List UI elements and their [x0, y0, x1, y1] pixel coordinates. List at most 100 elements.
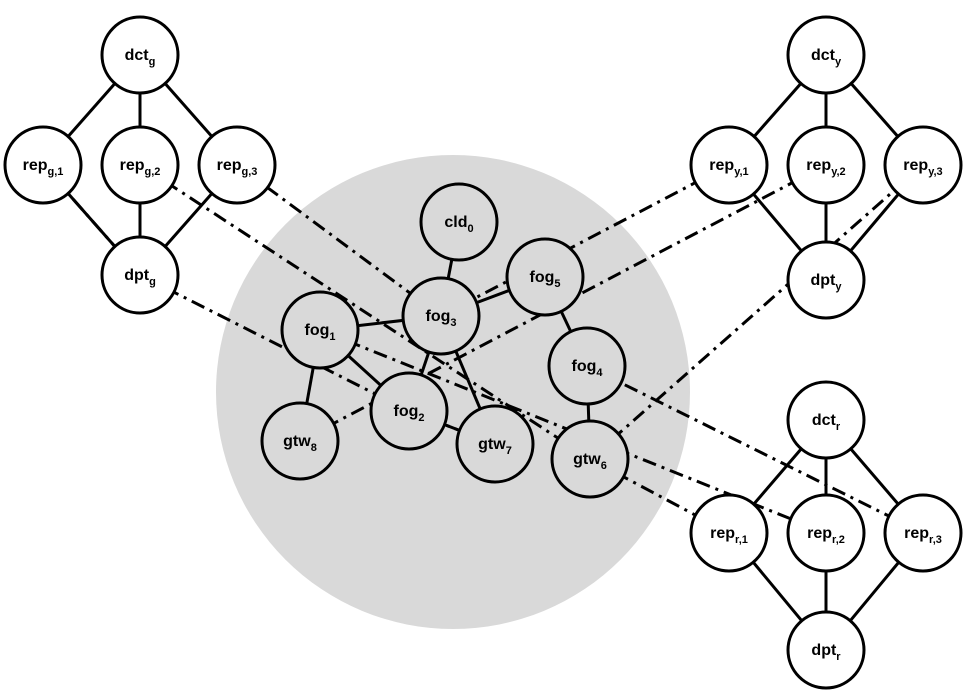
node-label-dct_y: dcty [811, 47, 842, 68]
node-label-rep_g1: repg,1 [23, 157, 64, 178]
node-circle-fog3 [401, 276, 481, 356]
node-label-base: rep [709, 157, 734, 174]
node-label-gtw7: gtw7 [478, 436, 512, 457]
node-label-base: rep [217, 157, 242, 174]
node-rep_g1[interactable]: repg,1 [3, 125, 83, 205]
node-dct_y[interactable]: dcty [786, 15, 866, 95]
node-label-subscript: y [835, 56, 842, 68]
node-label-base: fog [305, 322, 330, 339]
node-rep_y3[interactable]: repy,3 [883, 125, 963, 205]
node-label-subscript: r,3 [929, 534, 942, 546]
node-label-base: dct [125, 47, 150, 64]
node-circle-dpt_g [100, 235, 180, 315]
node-label-base: fog [530, 269, 555, 286]
node-dpt_r[interactable]: dptr [786, 610, 866, 690]
node-fog1[interactable]: fog1 [280, 290, 360, 370]
node-label-gtw8: gtw8 [283, 433, 317, 454]
node-label-dpt_g: dptg [124, 267, 156, 288]
node-label-rep_r2: repr,2 [807, 525, 845, 546]
node-label-base: fog [394, 403, 419, 420]
node-label-subscript: 0 [468, 223, 474, 235]
node-label-dct_g: dctg [125, 47, 156, 68]
node-label-base: gtw [478, 436, 506, 453]
node-fog3[interactable]: fog3 [401, 276, 481, 356]
node-label-base: rep [807, 525, 832, 542]
node-circle-fog2 [369, 371, 449, 451]
node-label-rep_g3: repg,3 [217, 157, 258, 178]
node-circle-fog1 [280, 290, 360, 370]
node-label-dpt_r: dptr [811, 642, 841, 663]
node-label-subscript: g [149, 56, 156, 68]
node-label-base: rep [904, 525, 929, 542]
node-label-base: dct [812, 412, 837, 429]
node-circle-fog4 [547, 326, 627, 406]
node-label-subscript: y [835, 281, 842, 293]
node-label-subscript: r [836, 421, 841, 433]
node-rep_y1[interactable]: repy,1 [689, 125, 769, 205]
node-label-subscript: g,1 [48, 166, 64, 178]
node-circle-rep_r3 [883, 493, 963, 573]
link-gtw6-to-rep_y3 [589, 175, 912, 461]
node-rep_y2[interactable]: repy,2 [786, 125, 866, 205]
node-label-base: fog [572, 358, 597, 375]
node-circle-gtw6 [550, 419, 630, 499]
node-label-dct_r: dctr [812, 412, 841, 433]
node-label-base: fog [426, 308, 451, 325]
node-dct_g[interactable]: dctg [100, 15, 180, 95]
node-label-rep_r1: repr,1 [710, 525, 748, 546]
node-label-subscript: r,1 [735, 534, 748, 546]
node-label-rep_r3: repr,3 [904, 525, 942, 546]
node-fog2[interactable]: fog2 [369, 371, 449, 451]
node-rep_r2[interactable]: repr,2 [786, 493, 866, 573]
node-label-dpt_y: dpty [811, 272, 843, 293]
node-label-base: dct [811, 47, 836, 64]
node-circle-rep_r1 [689, 493, 769, 573]
node-label-base: gtw [283, 433, 311, 450]
node-label-fog5: fog5 [530, 269, 561, 290]
link-dpt_g-to-fog2 [139, 273, 395, 405]
node-label-subscript: y,2 [831, 166, 845, 178]
node-label-fog2: fog2 [394, 403, 425, 424]
node-dpt_g[interactable]: dptg [100, 235, 180, 315]
node-gtw7[interactable]: gtw7 [455, 404, 535, 484]
node-label-rep_g2: repg,2 [120, 157, 161, 178]
node-circle-rep_g2 [100, 125, 180, 205]
node-circle-gtw7 [455, 404, 535, 484]
node-label-base: rep [806, 157, 831, 174]
node-circle-gtw8 [260, 401, 340, 481]
node-label-subscript: 5 [554, 278, 560, 290]
node-circle-rep_y2 [786, 125, 866, 205]
node-label-cld0: cld0 [444, 214, 473, 235]
node-label-fog3: fog3 [426, 308, 457, 329]
node-label-base: rep [903, 157, 928, 174]
node-rep_g3[interactable]: repg,3 [197, 125, 277, 205]
node-circle-dct_y [786, 15, 866, 95]
node-circle-rep_g3 [197, 125, 277, 205]
link-rep_r3-to-fog4 [601, 372, 924, 535]
node-fog4[interactable]: fog4 [547, 326, 627, 406]
node-rep_r3[interactable]: repr,3 [883, 493, 963, 573]
node-label-base: gtw [573, 451, 601, 468]
node-gtw6[interactable]: gtw6 [550, 419, 630, 499]
node-rep_r1[interactable]: repr,1 [689, 493, 769, 573]
node-rep_g2[interactable]: repg,2 [100, 125, 180, 205]
node-label-base: cld [444, 214, 467, 231]
node-label-subscript: 3 [450, 317, 456, 329]
node-label-subscript: r,2 [832, 534, 845, 546]
node-dpt_y[interactable]: dpty [786, 240, 866, 320]
node-label-fog4: fog4 [572, 358, 604, 379]
node-label-subscript: 2 [418, 412, 424, 424]
node-label-rep_y1: repy,1 [709, 157, 748, 178]
node-fog5[interactable]: fog5 [505, 237, 585, 317]
node-label-subscript: 6 [601, 460, 607, 472]
node-circle-rep_r2 [786, 493, 866, 573]
node-label-base: dpt [811, 642, 837, 659]
node-dct_r[interactable]: dctr [786, 380, 866, 460]
link-rep_y1-to-fog3 [455, 163, 730, 309]
node-circle-dpt_r [786, 610, 866, 690]
node-circle-dct_r [786, 380, 866, 460]
node-cld0[interactable]: cld0 [419, 182, 499, 262]
node-gtw8[interactable]: gtw8 [260, 401, 340, 481]
